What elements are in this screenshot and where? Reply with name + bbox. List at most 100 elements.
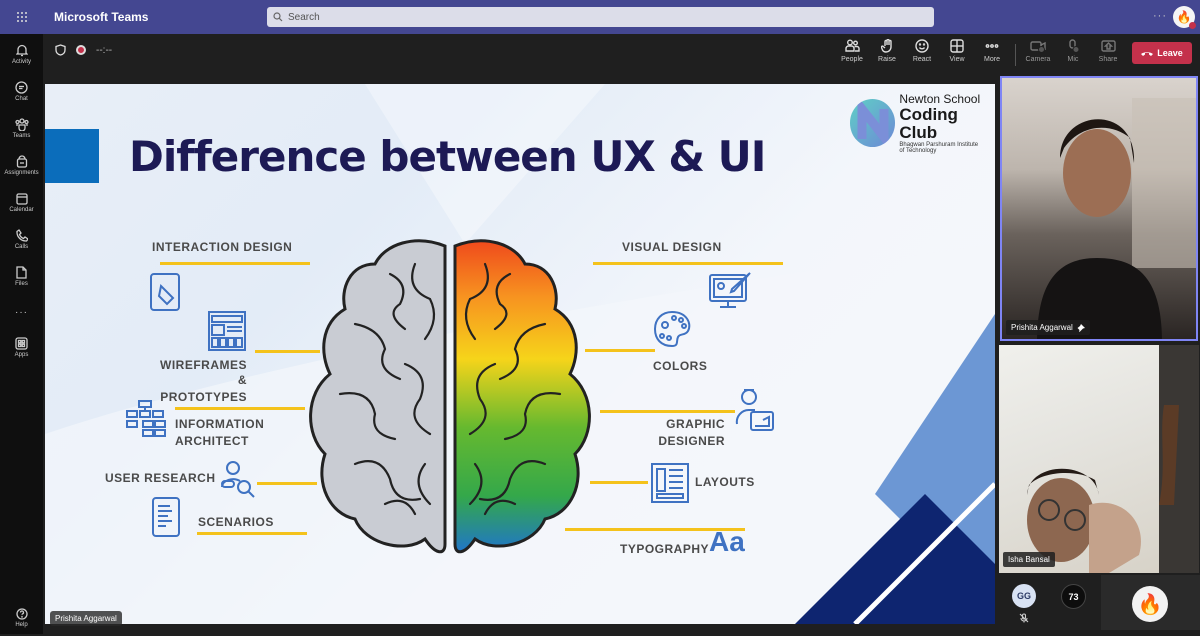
shield-icon[interactable] (55, 44, 66, 56)
status-dot (1189, 22, 1196, 29)
participant-name-tag: Isha Bansal (1003, 552, 1055, 567)
ui-label-colors: COLORS (653, 359, 708, 373)
calendar-icon (15, 192, 28, 205)
rail-item-more[interactable]: ··· (0, 295, 43, 329)
ux-label-user-research: USER RESEARCH (105, 471, 216, 485)
ui-label-visual-design: VISUAL DESIGN (622, 240, 722, 254)
app-rail: Activity Chat Teams Assignments Calendar… (0, 34, 43, 634)
connector-line (255, 350, 320, 353)
leave-button[interactable]: Leave (1132, 42, 1192, 64)
rail-item-chat[interactable]: Chat (0, 73, 43, 110)
search-icon (273, 12, 283, 22)
ui-label-graphic-designer: GRAPHIC DESIGNER (658, 417, 725, 448)
ux-label-wireframes: WIREFRAMES & PROTOTYPES (160, 358, 247, 404)
shared-content-stage: Difference between UX & UI Newton School… (45, 84, 995, 624)
brain-illustration (309, 239, 591, 554)
fire-icon: 🔥 (1176, 10, 1192, 24)
wireframe-icon (207, 310, 247, 357)
club-logo: Newton School Coding Club Bhagwan Parshu… (850, 92, 995, 154)
app-title: Microsoft Teams (54, 10, 149, 24)
smiley-icon (915, 39, 929, 53)
profile-avatar[interactable]: 🔥 (1173, 6, 1196, 29)
search-input[interactable]: Search (267, 7, 934, 27)
monitor-brush-icon (708, 271, 752, 316)
rail-item-help[interactable]: Help (0, 599, 43, 636)
palette-icon (652, 309, 694, 354)
slide-title: Difference between UX & UI (129, 132, 766, 181)
hand-icon (880, 39, 892, 53)
overflow-participants-count[interactable]: 73 (1061, 584, 1086, 609)
pin-icon (1077, 323, 1085, 332)
ui-label-layouts: LAYOUTS (695, 475, 755, 489)
title-accent-square (45, 129, 99, 183)
more-icon: ··· (15, 306, 28, 318)
bell-icon (15, 44, 28, 57)
mic-button[interactable]: Mic (1055, 39, 1091, 63)
more-icon (985, 44, 999, 48)
rail-item-calendar[interactable]: Calendar (0, 184, 43, 221)
file-icon (16, 266, 27, 279)
camera-button[interactable]: Camera (1020, 39, 1056, 63)
connector-line (197, 532, 307, 535)
mic-muted-icon (1019, 613, 1029, 623)
designer-icon (735, 384, 777, 441)
ux-label-interaction-design: INTERACTION DESIGN (152, 240, 293, 254)
people-button[interactable]: People (834, 39, 870, 63)
react-button[interactable]: React (904, 39, 940, 63)
more-button[interactable]: More (974, 39, 1010, 63)
participant-avatar[interactable]: GG (1012, 584, 1036, 608)
typography-icon: Aa (709, 526, 745, 557)
hangup-icon (1141, 52, 1154, 56)
connector-line (160, 262, 310, 265)
teams-icon (14, 118, 29, 131)
participant-name-tag: Prishita Aggarwal (1006, 320, 1090, 335)
view-button[interactable]: View (939, 39, 975, 63)
chat-icon (15, 81, 28, 94)
user-search-icon (220, 459, 260, 506)
rail-item-apps[interactable]: Apps (0, 329, 43, 366)
grid-icon (950, 39, 964, 53)
connector-line (600, 410, 735, 413)
settings-more-button[interactable]: ··· (1153, 10, 1167, 22)
tablet-touch-icon (147, 272, 187, 317)
assignments-icon (16, 155, 27, 168)
connector-line (585, 349, 655, 352)
rail-item-activity[interactable]: Activity (0, 36, 43, 73)
mic-off-icon (1069, 39, 1080, 53)
fire-reaction-icon: 🔥 (1132, 586, 1168, 622)
apps-icon (15, 337, 28, 350)
help-icon (15, 607, 28, 620)
rail-item-calls[interactable]: Calls (0, 221, 43, 258)
raise-hand-button[interactable]: Raise (869, 39, 905, 63)
scroll-icon (148, 496, 184, 543)
connector-line (175, 407, 305, 410)
rail-item-files[interactable]: Files (0, 258, 43, 295)
ux-label-information-architect: INFORMATION ARCHITECT (175, 417, 265, 448)
share-button[interactable]: Share (1090, 39, 1126, 63)
participant-video-tile[interactable]: Prishita Aggarwal (1000, 76, 1198, 341)
ui-label-typography: TYPOGRAPHY (620, 542, 710, 556)
rail-item-teams[interactable]: Teams (0, 110, 43, 147)
recording-indicator (76, 45, 86, 55)
presenter-name-tag: Prishita Aggarwal (50, 611, 122, 626)
share-icon (1100, 40, 1116, 52)
people-icon (844, 39, 860, 52)
waffle-icon (17, 12, 27, 22)
connector-line (593, 262, 783, 265)
app-launcher-button[interactable] (0, 0, 44, 34)
search-placeholder: Search (288, 11, 320, 23)
video-feed (1037, 98, 1196, 339)
toolbar-divider (1015, 44, 1016, 66)
meeting-timer: --:-- (96, 44, 113, 56)
layout-icon (650, 462, 690, 509)
logo-mark-icon (850, 99, 896, 147)
participant-video-tile[interactable]: Isha Bansal (999, 345, 1199, 573)
title-bar: Microsoft Teams Search ··· 🔥 (0, 0, 1200, 34)
sitemap-icon (123, 399, 167, 444)
connector-line (257, 482, 317, 485)
rail-item-assignments[interactable]: Assignments (0, 147, 43, 184)
phone-icon (15, 229, 28, 242)
camera-off-icon (1030, 41, 1046, 53)
video-feed (1027, 345, 1199, 573)
ux-label-scenarios: SCENARIOS (198, 515, 274, 529)
